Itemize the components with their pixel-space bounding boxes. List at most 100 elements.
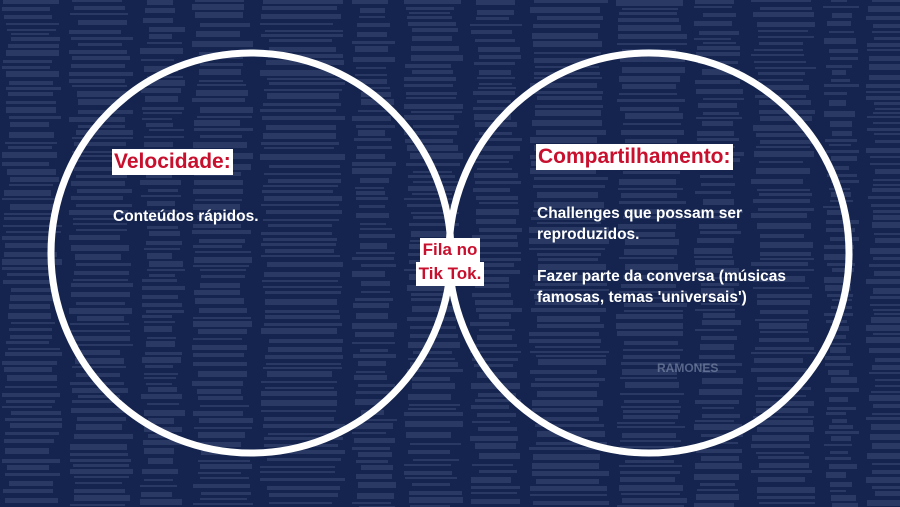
texture-bar <box>827 407 856 410</box>
texture-bar <box>873 404 900 408</box>
texture-bar <box>412 483 450 486</box>
texture-bar <box>760 140 814 144</box>
texture-bar <box>616 0 683 6</box>
texture-bar <box>759 42 803 45</box>
texture-bar <box>404 412 463 416</box>
texture-bar <box>356 125 395 128</box>
texture-bar <box>535 424 604 427</box>
texture-bar <box>357 23 390 27</box>
texture-bar <box>72 151 132 153</box>
texture-bar <box>145 217 183 221</box>
texture-bar <box>477 77 515 79</box>
texture-bar <box>412 193 452 195</box>
texture-bar <box>472 421 510 423</box>
texture-bar <box>149 129 184 131</box>
texture-bar <box>77 189 132 193</box>
texture-bar <box>69 72 133 76</box>
texture-bar <box>75 482 122 484</box>
texture-bar <box>352 447 390 450</box>
texture-bar <box>697 46 740 50</box>
texture-bar <box>873 179 900 181</box>
texture-bar <box>537 16 603 20</box>
texture-bar <box>760 116 812 121</box>
texture-bar <box>264 437 343 440</box>
texture-bar <box>759 161 803 163</box>
texture-bar <box>697 238 734 243</box>
texture-bar <box>267 486 340 490</box>
texture-bar <box>617 331 683 336</box>
texture-bar <box>352 271 385 277</box>
texture-bar <box>703 98 744 100</box>
texture-bar <box>149 274 175 277</box>
texture-bar <box>618 18 679 22</box>
texture-bar <box>407 145 458 151</box>
texture-bar <box>196 90 248 96</box>
texture-bar <box>144 479 173 481</box>
texture-bar <box>826 228 855 232</box>
texture-bar <box>76 229 127 231</box>
texture-bar <box>356 154 385 159</box>
texture-bar <box>825 388 859 392</box>
texture-bar <box>619 291 687 293</box>
texture-bar <box>702 407 734 409</box>
texture-bar <box>411 111 462 113</box>
texture-bar <box>405 64 451 68</box>
texture-bar <box>536 355 606 357</box>
texture-bar <box>873 24 900 28</box>
texture-bar <box>74 271 129 275</box>
texture-bar <box>829 425 853 429</box>
texture-bar <box>830 326 849 331</box>
texture-bar <box>70 459 131 462</box>
texture-bar <box>145 96 178 102</box>
texture-bar <box>195 298 244 304</box>
texture-bar <box>529 248 605 250</box>
texture-bar <box>77 316 124 321</box>
texture-bar <box>699 389 742 395</box>
texture-bar <box>148 189 178 192</box>
texture-bar <box>142 469 178 474</box>
texture-bar <box>78 43 122 46</box>
texture-bar <box>2 406 52 408</box>
texture-bar <box>537 391 597 397</box>
texture-bar <box>144 142 173 147</box>
texture-bar <box>406 7 454 10</box>
texture-bar <box>404 104 463 109</box>
texture-bar <box>194 257 252 263</box>
texture-bar <box>471 30 512 34</box>
texture-bar <box>72 400 122 403</box>
texture-bar <box>4 367 52 372</box>
texture-bar <box>472 358 518 361</box>
texture-bar <box>356 391 390 394</box>
texture-bar <box>620 471 680 474</box>
texture-bar <box>829 100 846 106</box>
texture-bar <box>470 351 521 353</box>
texture-bar <box>470 277 509 282</box>
texture-bar <box>11 37 60 41</box>
texture-bar <box>866 325 900 331</box>
texture-bar <box>410 362 458 367</box>
texture-bar <box>471 242 518 247</box>
texture-bar <box>477 100 511 103</box>
texture-bar <box>538 359 606 365</box>
texture-bar <box>751 352 816 354</box>
texture-bar <box>3 489 53 493</box>
texture-bar <box>146 123 173 127</box>
texture-bar <box>147 42 182 44</box>
texture-bar <box>479 202 518 204</box>
texture-bar <box>200 498 247 500</box>
texture-bar <box>262 6 337 10</box>
texture-bar <box>755 395 806 397</box>
texture-bar <box>752 435 809 441</box>
texture-bar <box>529 91 603 94</box>
texture-bar <box>198 460 250 462</box>
texture-bar <box>872 463 900 465</box>
texture-bar <box>197 442 241 447</box>
texture-bar <box>146 383 172 385</box>
texture-bar <box>695 329 734 331</box>
texture-bar <box>5 473 60 476</box>
texture-bar <box>695 80 740 84</box>
texture-bar <box>408 394 451 400</box>
texture-bar <box>869 264 900 267</box>
texture-bar <box>408 358 455 360</box>
texture-bar <box>473 91 515 95</box>
